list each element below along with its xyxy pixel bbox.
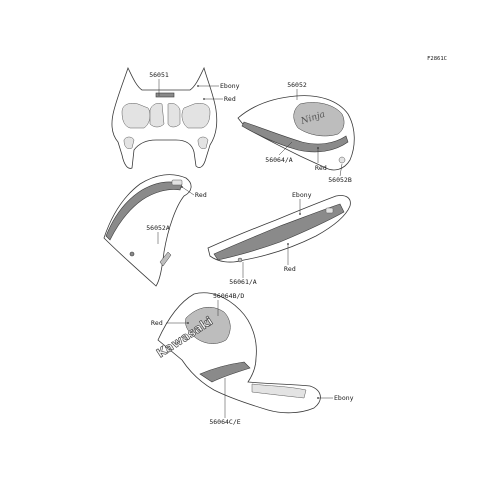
leader-56052b bbox=[339, 163, 343, 177]
seat-cowl-stripe bbox=[213, 203, 345, 261]
side-cover-part-number: 56052A bbox=[146, 224, 170, 232]
side-fairing-upper-panel bbox=[185, 306, 231, 344]
fuel-tank: Ninja bbox=[237, 95, 355, 171]
headlight-center-right bbox=[167, 103, 181, 128]
leader-dot bbox=[317, 397, 319, 399]
upper-fairing-part-number: 56051 bbox=[149, 71, 169, 79]
headlight-right bbox=[181, 103, 211, 129]
leader-56064a bbox=[278, 141, 293, 156]
leader-dot bbox=[317, 147, 319, 149]
tank-cap-decal bbox=[338, 156, 346, 164]
side-cover-model-decal bbox=[159, 251, 172, 267]
seat-cowl-emblem bbox=[325, 207, 334, 214]
fuel-tank-label-red: Red bbox=[315, 164, 327, 172]
seat-cowl-dot bbox=[237, 257, 243, 263]
upper-fairing bbox=[111, 66, 218, 169]
side-cover-stripe bbox=[105, 181, 183, 241]
fairing-tab-right bbox=[197, 136, 209, 149]
side-cover-emblem bbox=[171, 179, 183, 186]
leader-dot bbox=[203, 98, 205, 100]
upper-fairing-label-ebony: Ebony bbox=[220, 82, 240, 90]
seat-cowl-part-number: 56061/A bbox=[229, 278, 256, 286]
upper-fairing-outline bbox=[111, 66, 218, 169]
side-cover bbox=[103, 174, 192, 287]
side-fairing: Kawasaki bbox=[154, 292, 321, 414]
side-fairing-belly-decal bbox=[251, 383, 307, 399]
side-fairing-label-red: Red bbox=[151, 319, 163, 327]
leader-red-side bbox=[181, 186, 195, 196]
leader-dot bbox=[287, 243, 289, 245]
leader-dot bbox=[197, 85, 199, 87]
headlight-center-left bbox=[149, 103, 165, 128]
side-fairing-part-number-lower: 56064C/E bbox=[209, 418, 240, 426]
fairing-badge bbox=[155, 92, 175, 98]
tank-side-panel bbox=[293, 102, 345, 137]
seat-cowl bbox=[207, 195, 351, 263]
side-fairing-label-ebony: Ebony bbox=[334, 394, 354, 402]
fuel-tank-part-number: 56052 bbox=[287, 81, 307, 89]
leader-dot bbox=[187, 322, 189, 324]
seat-cowl-label-red: Red bbox=[284, 265, 296, 273]
leader-dot bbox=[299, 213, 301, 215]
fuel-tank-sub-part-1: 56064/A bbox=[265, 156, 292, 164]
seat-cowl-label-ebony: Ebony bbox=[292, 191, 312, 199]
leader-dot bbox=[181, 186, 183, 188]
side-cover-dot bbox=[129, 251, 135, 257]
upper-fairing-label-red: Red bbox=[224, 95, 236, 103]
fuel-tank-sub-part-2: 56052B bbox=[328, 176, 352, 184]
side-cover-label-red: Red bbox=[195, 191, 207, 199]
side-cover-outline bbox=[103, 174, 192, 287]
fairing-tab-left bbox=[123, 136, 135, 149]
tank-stripe bbox=[241, 121, 349, 153]
diagram-code: F2861C bbox=[427, 56, 447, 62]
side-fairing-lower-stripe bbox=[199, 361, 251, 383]
side-fairing-part-number-upper: 56064B/D bbox=[213, 292, 244, 300]
headlight-left bbox=[121, 103, 151, 129]
